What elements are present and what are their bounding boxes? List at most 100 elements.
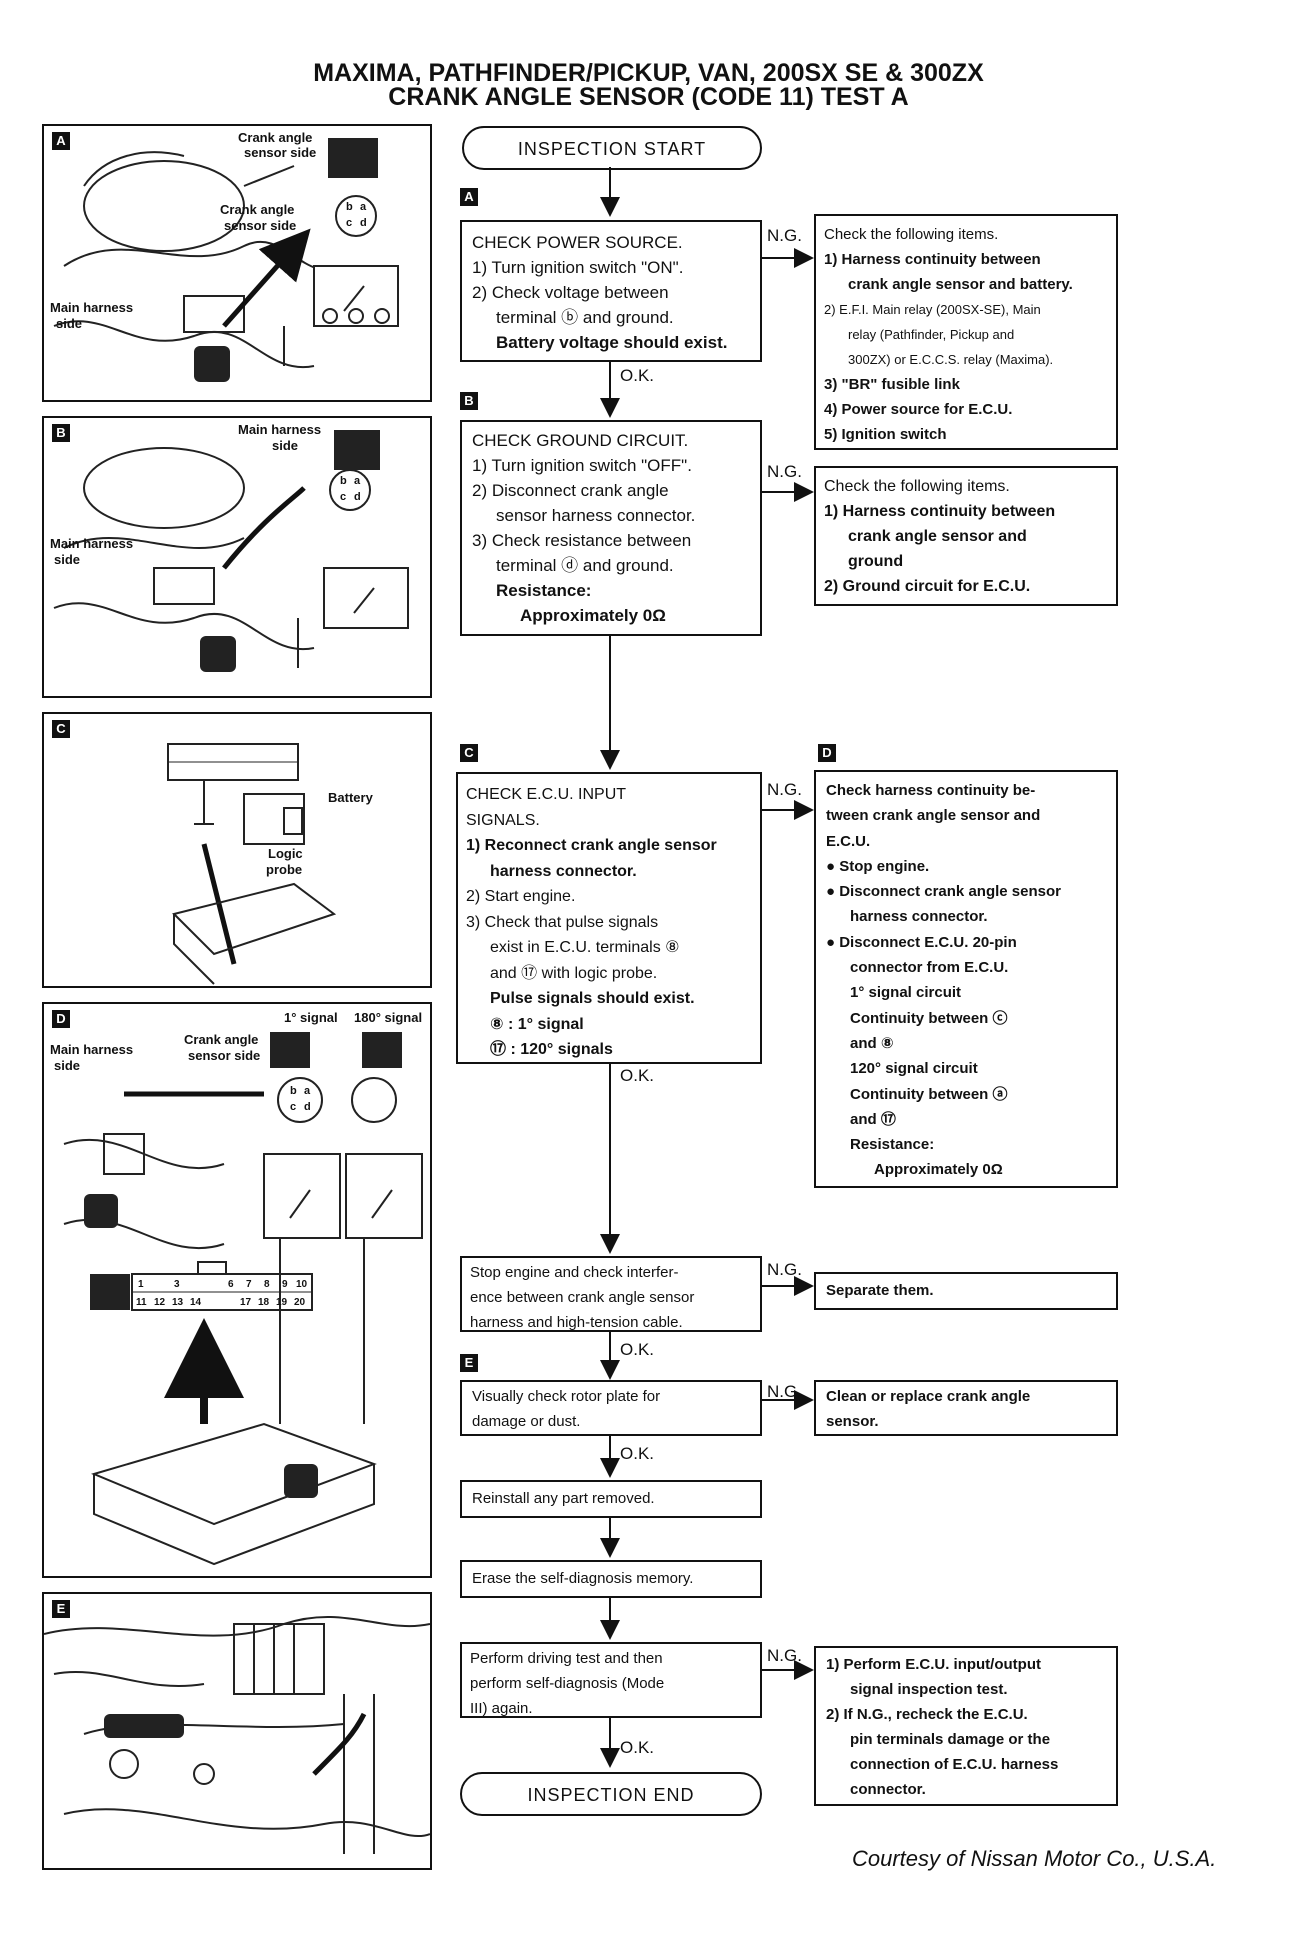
step-d-line: harness connector. xyxy=(850,908,988,926)
connector-pin: c xyxy=(340,491,347,503)
inspection-start: INSPECTION START xyxy=(462,126,762,170)
ecu-pin: 8 xyxy=(264,1279,270,1290)
step-b-line: CHECK GROUND CIRCUIT. xyxy=(472,431,689,450)
ecu-pin: 7 xyxy=(246,1279,252,1290)
ng-label: N.G. xyxy=(767,780,802,799)
engine-sketch-a xyxy=(53,138,399,382)
ng-item: 300ZX) or E.C.C.S. relay (Maxima). xyxy=(848,352,1054,367)
step-d-line: E.C.U. xyxy=(826,832,871,850)
ok-label: O.K. xyxy=(620,366,655,385)
ng-item: 5) Ignition switch xyxy=(824,426,947,443)
credit-line: Courtesy of Nissan Motor Co., U.S.A. xyxy=(852,1846,1217,1871)
label-1-signal: 1° signal xyxy=(284,1010,338,1025)
ok-label: O.K. xyxy=(620,1444,655,1463)
connector-pin: a xyxy=(360,201,367,213)
illustration-panel-d: D 1 xyxy=(42,1002,432,1578)
step-c-line: exist in E.C.U. terminals ⑧ xyxy=(490,939,680,956)
plug-icon-a xyxy=(194,346,230,382)
wiring-sketch-d xyxy=(63,1032,423,1566)
drive-line: perform self-diagnosis (Mode xyxy=(470,1675,665,1692)
label-main-harness: Main harness xyxy=(50,300,134,315)
step-a-line: Battery voltage should exist. xyxy=(496,333,728,352)
drive-ng-box: 1) Perform E.C.U. input/output signal in… xyxy=(814,1646,1118,1806)
connector-pin: a xyxy=(304,1085,311,1097)
reinstall-text: Reinstall any part removed. xyxy=(472,1490,655,1507)
step-c-line: ⑰ : 120° signals xyxy=(490,1041,613,1058)
connector-pin: a xyxy=(354,475,361,487)
step-d-line: Approximately 0Ω xyxy=(874,1161,1003,1179)
step-e-box: Visually check rotor plate for damage or… xyxy=(460,1380,762,1436)
label-side: side xyxy=(56,316,83,331)
step-e-marker: E xyxy=(460,1354,478,1372)
connector-pin: b xyxy=(290,1085,297,1097)
interference-line: Stop engine and check interfer- xyxy=(470,1264,679,1281)
step-c-line: harness connector. xyxy=(490,862,637,880)
label-crank-angle: Crank angle xyxy=(220,202,295,217)
connector-icon-d2 xyxy=(351,1077,397,1123)
ng-label: N.G. xyxy=(767,462,802,481)
check-icon-b xyxy=(334,430,380,470)
ecu-pin: 6 xyxy=(228,1279,234,1290)
plug-icon-b xyxy=(200,636,236,672)
connector-icon-d1 xyxy=(277,1077,323,1123)
step-d-line: Continuity between ⓒ xyxy=(850,1009,1008,1027)
step-c-line: CHECK E.C.U. INPUT xyxy=(466,786,627,803)
ohmmeter-icon-b xyxy=(323,567,409,629)
ecu-pin-grid xyxy=(131,1261,313,1311)
connector-pin: d xyxy=(360,217,367,229)
step-c-line: Pulse signals should exist. xyxy=(490,990,695,1007)
drive-ng-item: 1) Perform E.C.U. input/output xyxy=(826,1656,1041,1673)
label-side: side xyxy=(54,552,81,567)
step-c-line: ⑧ : 1° signal xyxy=(490,1015,584,1033)
illustration-panel-b: B Main harness side Main harness side b … xyxy=(42,416,432,698)
illustration-panel-e: E xyxy=(42,1592,432,1870)
engine-sketch-e xyxy=(44,1616,430,1854)
step-c-line: and ⑰ with logic probe. xyxy=(490,964,658,982)
label-sensor-side: sensor side xyxy=(224,218,297,233)
step-b-box: CHECK GROUND CIRCUIT. 1) Turn ignition s… xyxy=(460,420,762,636)
erase-text: Erase the self-diagnosis memory. xyxy=(472,1570,694,1587)
interference-line: harness and high-tension cable. xyxy=(470,1314,683,1331)
label-probe: probe xyxy=(266,862,303,877)
ng-label: N.G. xyxy=(767,1260,802,1279)
ecu-pin: 18 xyxy=(258,1297,270,1308)
ok-label: O.K. xyxy=(620,1738,655,1757)
drive-ng-item: signal inspection test. xyxy=(850,1681,1008,1698)
step-b-line: 3) Check resistance between xyxy=(472,531,692,550)
interference-ng-action: Separate them. xyxy=(826,1282,934,1299)
step-d-line: ● Disconnect E.C.U. 20-pin xyxy=(826,933,1017,951)
step-e-ng-box: Clean or replace crank angle sensor. xyxy=(814,1380,1118,1436)
step-e-line: Visually check rotor plate for xyxy=(472,1388,661,1405)
connector-icon-b xyxy=(329,469,371,511)
drive-test-box: Perform driving test and then perform se… xyxy=(460,1642,762,1718)
drive-line: Perform driving test and then xyxy=(470,1650,663,1667)
step-d-marker: D xyxy=(818,744,836,762)
illustration-panel-a: A Crank angle sensor side Crank angle se… xyxy=(42,124,432,402)
ng-item: Check the following items. xyxy=(824,478,1010,495)
step-b-ng-box: Check the following items. 1) Harness co… xyxy=(814,466,1118,606)
voltmeter-icon-a xyxy=(313,265,399,327)
interference-ng-box: Separate them. xyxy=(814,1272,1118,1310)
page-title: MAXIMA, PATHFINDER/PICKUP, VAN, 200SX SE… xyxy=(313,59,984,87)
step-b-line: terminal ⓓ and ground. xyxy=(496,556,674,575)
ok-label: O.K. xyxy=(620,1340,655,1359)
ecu-pin: 17 xyxy=(240,1297,252,1308)
ecu-pin: 11 xyxy=(136,1297,147,1308)
ecu-pin: 19 xyxy=(276,1297,288,1308)
ecu-pin: 9 xyxy=(282,1279,288,1290)
label-main-harness: Main harness xyxy=(238,422,322,437)
drive-ng-item: connection of E.C.U. harness xyxy=(850,1756,1059,1773)
step-b-line: sensor harness connector. xyxy=(496,506,696,525)
step-d-line: ● Disconnect crank angle sensor xyxy=(826,883,1061,901)
step-a-box: CHECK POWER SOURCE. 1) Turn ignition swi… xyxy=(460,220,762,362)
drive-ng-item: pin terminals damage or the xyxy=(850,1731,1051,1748)
check-icon-a xyxy=(328,138,378,178)
step-a-line: CHECK POWER SOURCE. xyxy=(472,233,683,252)
step-d-line: Resistance: xyxy=(850,1136,935,1154)
drive-line: III) again. xyxy=(470,1700,533,1717)
interference-box: Stop engine and check interfer- ence bet… xyxy=(460,1256,762,1332)
step-d-line: tween crank angle sensor and xyxy=(826,807,1041,825)
ng-item: 3) "BR" fusible link xyxy=(824,376,960,393)
step-a-line: terminal ⓑ and ground. xyxy=(496,308,674,327)
